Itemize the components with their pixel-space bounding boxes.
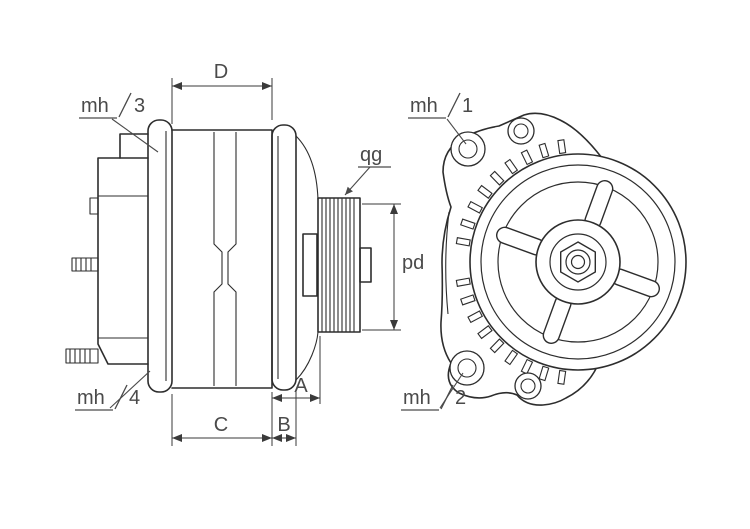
shaft-nut-hexagon [560,241,596,283]
vent-slot [460,218,476,230]
front-view [440,112,687,406]
pulley-web-circle [497,181,659,343]
dim-label-qg: qg [360,144,382,166]
rear-flange-plate [147,119,173,393]
bracket-outline [440,112,613,406]
dim-label-a: A [294,375,308,397]
mh1-leader-line [446,118,467,145]
mh3-slash [118,92,132,118]
vent-slot [489,170,505,186]
front-bracket-nose-arcs [295,135,319,381]
vent-slot [477,325,493,340]
dim-label-c: C [214,414,228,436]
pulley-rim-inner-lip [480,164,676,360]
vent-slot [504,158,519,175]
mounting-hole-upper-right-boss [507,117,535,145]
terminal-stud-upper-threads [75,258,92,271]
qg-leader-line [344,166,371,196]
vent-slot [467,200,484,214]
vent-slot [557,139,567,155]
bottom-extension-lines [171,336,321,446]
mh4-label: mh [77,387,105,409]
mh1-callout: mh 1 [408,92,473,145]
mounting-hole-lower-right-boss [514,372,542,400]
dim-pd-extension-lines [362,203,401,331]
dimensions: D pd qg A C B [171,61,424,446]
mh2-callout: mh 2 [401,372,466,411]
dim-label-d: D [214,61,228,83]
vent-slot [504,349,519,366]
stator-profile-left [213,132,223,386]
terminal-stud-lower-threads [69,349,91,363]
vent-slots-lower [455,277,567,385]
vent-slot [557,369,567,385]
terminal-stud-lower [65,348,99,364]
shaft-end-circle [565,249,591,275]
front-bracket-plate [271,124,297,391]
mounting-hole-2 [457,358,477,378]
vent-slot [467,310,484,324]
mh4-number: 4 [129,387,140,409]
mh2-number: 2 [455,387,466,409]
mounting-hole-upper-right [513,123,529,139]
dim-d-extension-lines [171,78,273,124]
shaft-center-circle [570,254,586,270]
mh2-leader-line [439,372,464,409]
stator-profile-right [227,132,237,386]
dim-label-b: B [277,414,290,436]
vent-slots-upper [455,139,567,247]
mh4-slash [114,384,128,410]
mounting-hole-1 [458,139,478,159]
vent-slot [477,184,493,199]
bracket-inner-contour [445,211,450,315]
mounting-hole-2-boss [449,350,485,386]
vent-slot [460,294,476,306]
pulley-groove-lines [321,198,355,332]
mh4-callout: mh 4 [75,370,151,411]
rear-housing-top-step [119,133,149,159]
mounting-hole-1-boss [450,131,486,167]
vent-slot [538,142,550,159]
vent-slot [489,338,505,354]
vent-slot [520,149,534,166]
rear-housing-lines [98,195,148,339]
mounting-hole-lower-right [520,378,536,394]
dim-label-pd: pd [402,252,424,274]
terminal-stud-upper [71,257,99,272]
pulley-nut-side [359,247,372,283]
pulley-hub-spacer [302,233,318,297]
pulley-hub-inner [549,233,607,291]
mh1-slash [447,92,461,118]
mh3-callout: mh 3 [79,92,159,153]
mh2-label: mh [403,387,431,409]
vent-slot [455,237,471,247]
mh1-label: mh [410,95,438,117]
mh1-number: 1 [462,95,473,117]
mh3-leader-line [111,118,159,153]
side-view [65,119,372,393]
mh4-leader-line [109,370,151,409]
mh3-number: 3 [134,95,145,117]
vent-slot [520,358,534,375]
vent-slot [455,277,471,287]
rear-housing-outline [97,157,149,365]
vent-slot [538,365,550,382]
mh3-label: mh [81,95,109,117]
rear-housing-step [89,197,99,215]
